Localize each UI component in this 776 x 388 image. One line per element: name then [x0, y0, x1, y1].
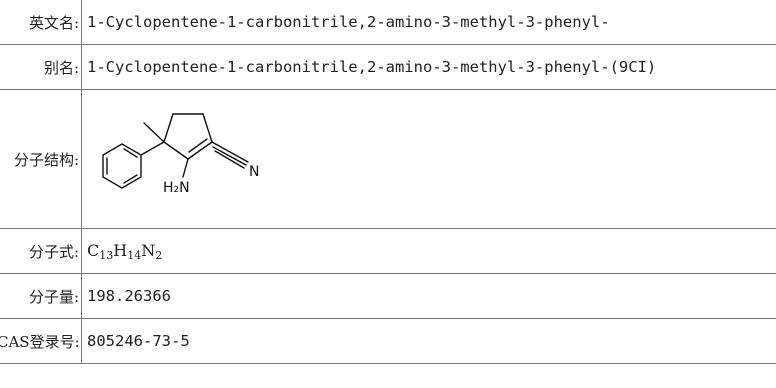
formula-n-c: 13: [99, 248, 114, 262]
phenyl-to-c3-bond: [140, 140, 165, 156]
formula-n-n: 2: [155, 248, 163, 262]
nitrile-bond-2: [212, 145, 247, 166]
english-name-value: 1-Cyclopentene-1-carbonitrile,2-amino-3-…: [81, 0, 776, 45]
weight-label: 分子量:: [0, 273, 82, 319]
ring-double-bond-inner: [188, 137, 208, 153]
english-name-label: 英文名:: [0, 0, 82, 45]
formula-el-c: C: [87, 240, 100, 260]
molecule-structure-image: H₂N N: [102, 112, 259, 196]
formula-label: 分子式:: [0, 228, 82, 274]
compound-info-table: 英文名: 1-Cyclopentene-1-carbonitrile,2-ami…: [0, 0, 776, 364]
row-english-name: 英文名: 1-Cyclopentene-1-carbonitrile,2-ami…: [0, 0, 776, 45]
methyl-bond: [143, 121, 165, 143]
nitrile-bond-1: [211, 140, 249, 163]
formula-value: C13H14N2: [81, 228, 776, 274]
structure-label: 分子结构:: [0, 89, 82, 229]
row-alias: 别名: 1-Cyclopentene-1-carbonitrile,2-amin…: [0, 44, 776, 90]
phenyl-inner-bond-2: [123, 173, 138, 184]
amine-bond: [182, 157, 189, 178]
alias-label: 别名:: [0, 44, 82, 90]
nitrile-bond-3: [214, 149, 245, 169]
row-structure: 分子结构:: [0, 89, 776, 229]
formula-n-h: 14: [127, 248, 142, 262]
ring-bond-c2-c3: [163, 140, 189, 160]
alias-value: 1-Cyclopentene-1-carbonitrile,2-amino-3-…: [81, 44, 776, 90]
formula-el-h: H: [113, 240, 128, 260]
phenyl-inner-bond-1: [123, 147, 138, 158]
cas-label: CAS登录号:: [0, 318, 82, 364]
ring-bond-c1-c2: [187, 140, 213, 160]
row-weight: 分子量: 198.26366: [0, 273, 776, 319]
ring-bond-c3-c4: [163, 112, 174, 143]
row-cas: CAS登录号: 805246-73-5: [0, 318, 776, 364]
weight-value: 198.26366: [81, 273, 776, 319]
structure-cell: H₂N N: [81, 89, 776, 229]
phenyl-ring: [102, 142, 142, 189]
cas-value: 805246-73-5: [81, 318, 776, 364]
amine-label: H₂N: [163, 180, 190, 196]
formula-el-n: N: [141, 240, 156, 260]
row-formula: 分子式: C13H14N2: [0, 228, 776, 274]
ring-bond-c5-c1: [202, 112, 213, 143]
nitrile-n-label: N: [249, 164, 259, 180]
